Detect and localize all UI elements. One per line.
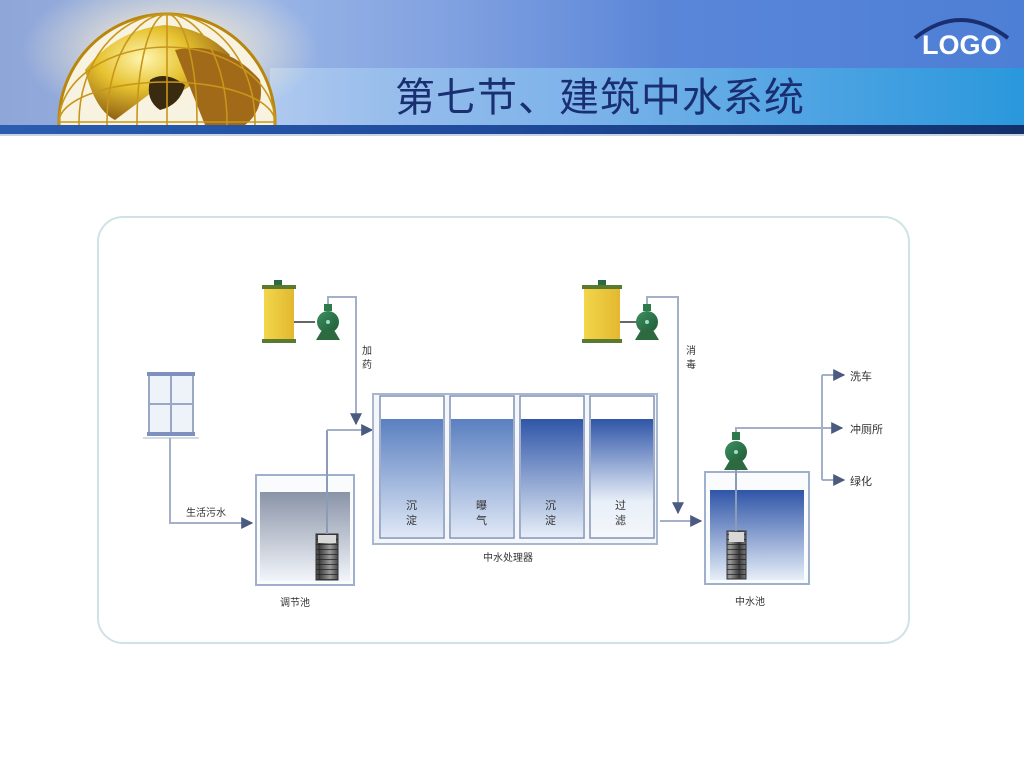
stage-3-char-2: 淀 xyxy=(545,513,556,527)
logo-arc-icon xyxy=(913,18,1010,40)
dosing-pump-icon xyxy=(316,304,340,340)
stage-2-char-2: 气 xyxy=(476,513,487,527)
equalization-tank-label: 调节池 xyxy=(280,596,310,609)
output-car-wash: 洗车 xyxy=(850,369,872,383)
disinfection-pipe xyxy=(646,296,684,515)
disinfection-tank xyxy=(582,280,636,343)
dosing-pipe xyxy=(327,296,362,426)
page-title: 第七节、建筑中水系统 xyxy=(395,75,805,121)
globe-icon xyxy=(57,12,277,125)
header-divider-shadow xyxy=(0,134,1024,136)
building-window-icon xyxy=(143,372,199,439)
stage-1-char-2: 淀 xyxy=(406,513,417,527)
stage-aeration xyxy=(449,395,515,539)
equalization-tank xyxy=(255,430,355,586)
stage-filtration xyxy=(589,395,655,539)
sewage-pipe xyxy=(169,438,254,529)
output-greening: 绿化 xyxy=(850,474,872,488)
output-toilet-flushing: 冲厕所 xyxy=(850,422,883,436)
treatment-unit xyxy=(372,393,658,545)
stage-4-char-1: 过 xyxy=(615,499,626,512)
header-divider xyxy=(0,125,1024,134)
dosing-label-char-1: 加 xyxy=(362,345,372,357)
stage-4-char-2: 滤 xyxy=(615,514,626,527)
logo: LOGO xyxy=(922,30,1002,60)
disinfection-label-char-2: 毒 xyxy=(686,358,696,371)
stage-2-char-1: 曝 xyxy=(476,499,487,512)
stage-1-char-1: 沉 xyxy=(406,499,417,512)
reclaimed-water-tank-label: 中水池 xyxy=(735,595,765,608)
supply-pump-icon xyxy=(724,432,748,470)
stage-sedimentation-2 xyxy=(519,395,585,539)
disinfection-pump-icon xyxy=(635,304,659,340)
domestic-sewage-label: 生活污水 xyxy=(186,506,226,519)
disinfection-label-char-1: 消 xyxy=(686,344,696,357)
title-band xyxy=(270,68,1024,125)
dosing-label-char-2: 药 xyxy=(362,359,372,371)
stage-sedimentation-1 xyxy=(379,395,445,539)
distribution-main-pipe xyxy=(735,422,844,434)
stage-3-char-1: 沉 xyxy=(545,499,556,512)
treatment-unit-label: 中水处理器 xyxy=(483,551,533,564)
dosing-tank xyxy=(262,280,315,343)
reclaimed-water-tank xyxy=(704,470,810,585)
